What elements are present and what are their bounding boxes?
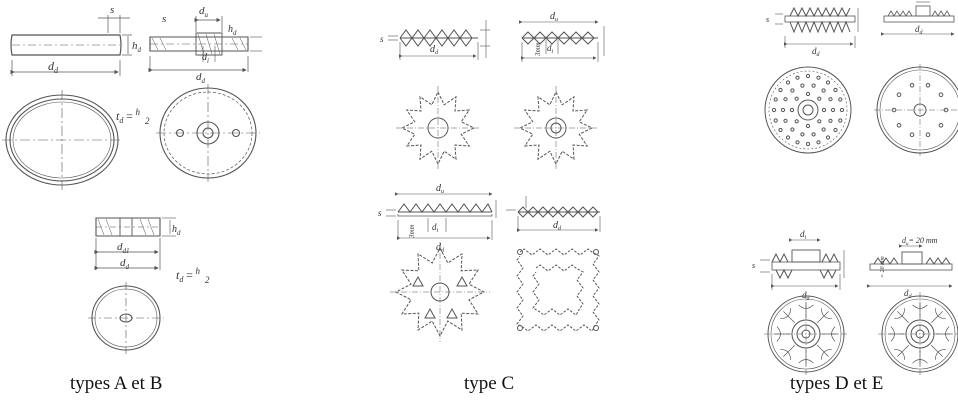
type-a-top-view bbox=[2, 90, 122, 190]
label-dd-c3: dd bbox=[436, 242, 445, 254]
type-e-section-view bbox=[881, 1, 955, 36]
type-d2-section-view bbox=[760, 238, 845, 290]
caption-types-a-b: types A et B bbox=[70, 373, 163, 394]
label-du-b: du bbox=[199, 5, 209, 19]
label-dd-c4: dd bbox=[553, 220, 562, 232]
label-dd-d: dd bbox=[812, 46, 821, 58]
label-dd1: dd1 bbox=[117, 241, 130, 255]
formula-td-a: td=h bbox=[116, 107, 140, 125]
type-c2-section-view bbox=[519, 20, 605, 62]
type-c3-section-view bbox=[386, 192, 497, 240]
label-di-b: di bbox=[202, 52, 209, 65]
label-du-c3: du bbox=[436, 183, 444, 195]
label-du-c2: du bbox=[550, 11, 558, 23]
formula-td-a-den: 2 bbox=[145, 116, 150, 126]
label-di-c3: di bbox=[432, 222, 439, 234]
type-c4-top-view bbox=[516, 248, 600, 332]
type-d-section-view bbox=[775, 6, 859, 48]
label-dd-b2: dd bbox=[120, 257, 130, 271]
type-c1-section-view bbox=[388, 20, 490, 60]
type-e-top-view bbox=[874, 64, 958, 156]
label-hd-a: hd bbox=[132, 40, 142, 54]
caption-type-c: type C bbox=[464, 373, 515, 394]
label-s-d: s bbox=[766, 15, 769, 24]
label-dd-a: dd bbox=[48, 59, 59, 75]
type-d-top-view bbox=[764, 66, 852, 154]
label-di-c2: di bbox=[547, 43, 554, 55]
type-a-section-view bbox=[10, 15, 132, 76]
label-3mm-c3: 3mm bbox=[408, 224, 416, 239]
label-3mm-c2: 3mm bbox=[534, 42, 542, 57]
label-s-b: s bbox=[162, 13, 166, 25]
label-20mm: = 20 mm bbox=[880, 256, 886, 278]
type-b-variant-top-view bbox=[88, 282, 164, 354]
label-dd-e: dd bbox=[915, 24, 924, 36]
label-s-c1: s bbox=[380, 34, 384, 44]
label-s-a: s bbox=[110, 4, 114, 16]
label-di-d2: di bbox=[800, 229, 807, 241]
formula-td-b: td=h bbox=[176, 266, 200, 284]
type-c4-section-view bbox=[506, 196, 601, 232]
type-c1-top-view bbox=[396, 86, 480, 170]
label-hd-b: hd bbox=[228, 24, 237, 37]
type-c3-top-view bbox=[390, 242, 490, 342]
label-s-c3: s bbox=[378, 208, 382, 218]
label-du20: du= 20 mm bbox=[902, 236, 938, 247]
type-e2-section-view bbox=[867, 244, 953, 288]
type-e2-top-view bbox=[878, 292, 958, 376]
formula-td-b-den: 2 bbox=[205, 275, 210, 285]
caption-types-d-e: types D et E bbox=[790, 373, 884, 394]
label-dd-b: dd bbox=[196, 71, 206, 85]
type-c2-top-view bbox=[514, 86, 598, 170]
type-b-variant-section-view bbox=[94, 217, 176, 271]
label-hd-b2: hd bbox=[172, 224, 181, 237]
label-dd-c1: dd bbox=[430, 44, 439, 56]
label-s-d2: s bbox=[752, 261, 755, 270]
type-b-section-view bbox=[148, 16, 262, 73]
type-d2-top-view bbox=[764, 292, 848, 376]
type-b-top-view bbox=[156, 84, 260, 182]
